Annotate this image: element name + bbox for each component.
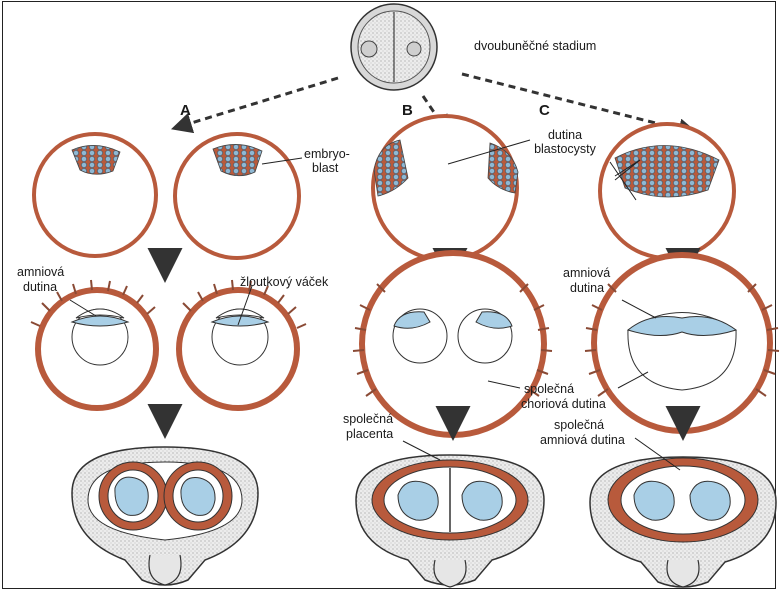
route-letter-c: C [539,102,550,119]
label-common-chorion-line1: společná [524,382,574,396]
chorion-a1 [31,280,156,408]
label-two-cell-stage: dvoubuněčné stadium [474,39,596,53]
uterus-c [590,457,776,587]
blastocyst-a2 [175,134,299,258]
route-letter-a: A [180,102,191,119]
label-amnion-a-line1: amniová [17,265,64,279]
label-embryoblast-line1: embryo- [304,147,350,161]
label-common-chorion-line2: choriová dutina [521,397,606,411]
uterus-a [72,447,258,585]
label-yolk-sac: žloutkový váček [240,275,328,289]
label-amnion-c-line2: dutina [570,281,604,295]
route-letter-b: B [402,102,413,119]
label-common-amnion-line2: amniová dutina [540,433,625,447]
label-embryoblast-line2: blast [312,161,338,175]
label-amnion-a-line2: dutina [23,280,57,294]
label-amnion-c-line1: amniová [563,266,610,280]
label-common-amnion-line1: společná [554,418,604,432]
blastocyst-a1 [34,134,156,256]
label-common-placenta-line1: společná [343,412,393,426]
uterus-b [356,455,544,587]
blastocyst-c [600,124,734,258]
two-cell-stage [351,4,437,90]
label-common-placenta-line2: placenta [346,427,393,441]
label-blastocyst-line1: dutina [535,128,595,142]
chorion-a2 [179,280,306,408]
label-blastocyst-line2: blastocysty [525,142,605,156]
blastocyst-b [373,116,518,260]
chorion-c [585,255,779,431]
